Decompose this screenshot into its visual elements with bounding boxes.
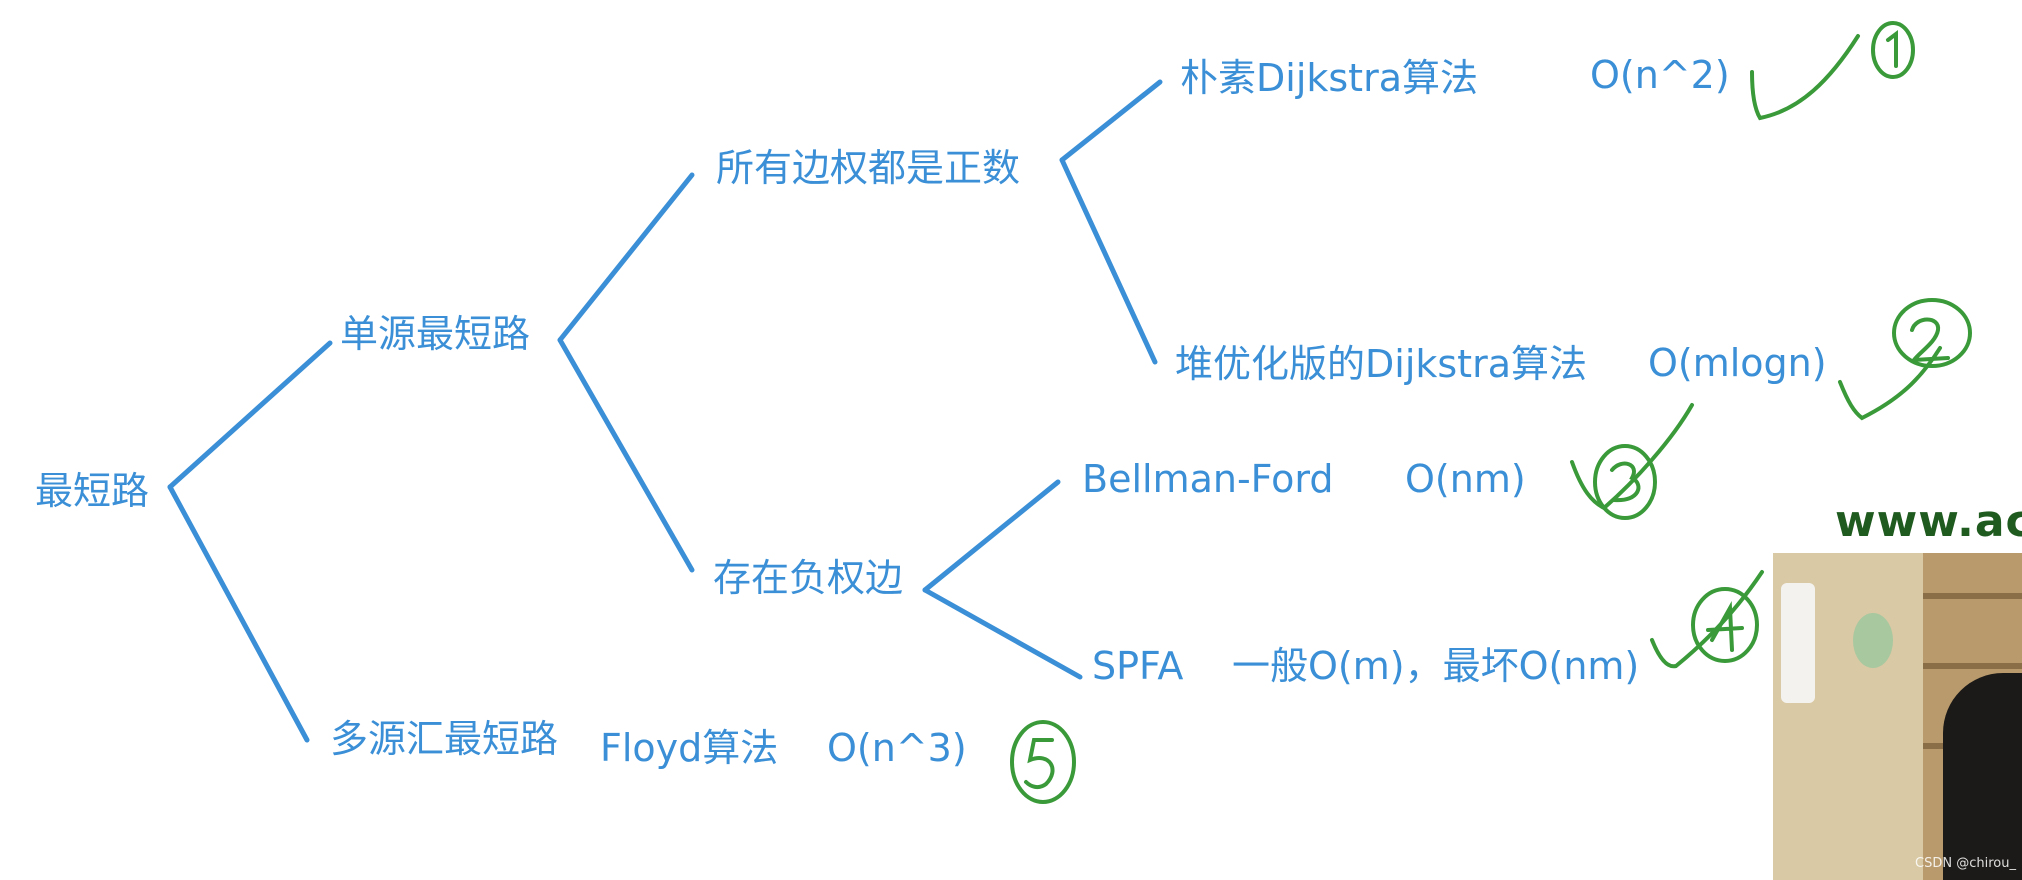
branch-positive-heap [1059,157,1158,365]
webcam-cloth [1781,583,1815,703]
node-negative: 存在负权边 [713,556,904,600]
node-single-source: 单源最短路 [340,312,531,356]
handwritten-marks [1010,21,1972,804]
node-spfa-complexity: 一般O(m)，最坏O(nm) [1232,644,1640,688]
node-multi-source: 多源汇最短路 [330,717,559,761]
webcam-bag [1853,613,1893,668]
branch-single-negative [557,337,695,573]
site-watermark: www.ac [1835,496,2022,547]
number-5 [1024,738,1055,790]
branch-negative-bellman [922,479,1061,593]
branch-positive-naive [1059,79,1163,163]
branch-negative-spfa [922,587,1083,680]
check-mark-4 [1650,570,1764,669]
node-floyd-complexity: O(n^3) [827,726,967,770]
node-naive-dijkstra: 朴素Dijkstra算法 [1180,56,1478,100]
webcam-shelf-row [1923,593,2022,599]
circle-mark-5 [1010,720,1076,804]
branch-root-multi [167,484,310,743]
node-bellman-ford: Bellman-Ford [1082,457,1334,501]
circle-mark-4 [1691,587,1759,663]
webcam-person [1943,673,2022,880]
check-mark-3 [1570,403,1694,511]
webcam-shelf-row [1923,663,2022,669]
circle-mark-2 [1892,298,1972,368]
node-floyd: Floyd算法 [600,726,779,770]
number-2 [1909,317,1950,363]
number-4 [1706,600,1744,652]
node-heap-dijkstra: 堆优化版的Dijkstra算法 [1175,342,1587,386]
check-mark-1 [1750,34,1860,121]
node-bellman-ford-complexity: O(nm) [1405,457,1526,501]
circle-mark-1 [1871,21,1915,79]
csdn-credit: CSDN @chirou_ [1915,856,2016,871]
node-heap-dijkstra-complexity: O(mlogn) [1648,341,1827,385]
number-3 [1610,461,1641,503]
branch-root-single [167,340,333,490]
number-1 [1886,30,1898,68]
node-all-positive: 所有边权都是正数 [716,146,1021,190]
circle-mark-3 [1593,444,1657,520]
node-root: 最短路 [35,469,150,513]
branch-single-positive [557,172,695,343]
node-naive-dijkstra-complexity: O(n^2) [1590,53,1730,97]
webcam-overlay [1773,553,2022,880]
check-mark-2 [1838,346,1942,421]
tree-branches [167,79,1163,743]
node-spfa: SPFA [1092,644,1184,688]
